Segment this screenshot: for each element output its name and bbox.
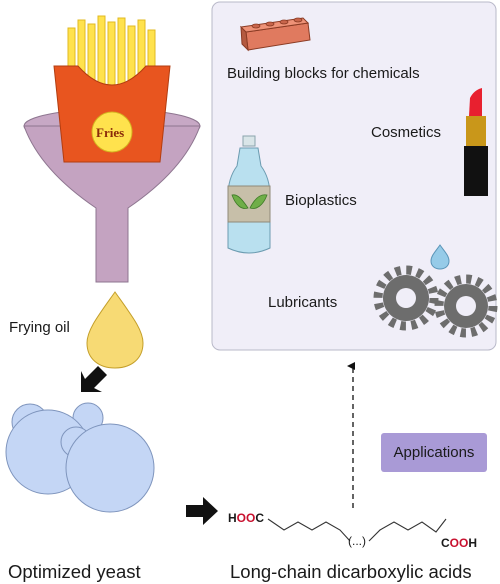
cosmetics-label: Cosmetics [371, 124, 442, 141]
cooh-h: H [468, 536, 478, 550]
building-blocks-label: Building blocks for chemicals [227, 65, 420, 82]
hooc-h: H [228, 511, 237, 525]
droplet-icon [430, 244, 450, 270]
applications-box: Applications [381, 433, 487, 472]
molecule-chain [267, 518, 447, 542]
gear-icon [434, 274, 498, 338]
oil-droplet-icon [86, 291, 144, 369]
acids-label: Long-chain dicarboxylic acids [230, 561, 472, 582]
leaf-icon [231, 194, 268, 209]
bioplastics-label: Bioplastics [285, 192, 357, 209]
lubricants-label: Lubricants [268, 294, 338, 311]
hooc-oo: OO [236, 511, 256, 525]
cooh-c: C [441, 536, 450, 550]
hooc-group: HOOC [228, 512, 264, 524]
gear-icon [373, 265, 439, 331]
lipstick-icon [464, 88, 488, 196]
chain-ellipsis: (...) [348, 534, 366, 548]
brick-icon [239, 17, 311, 52]
cooh-group: COOH [441, 537, 477, 549]
yeast-icon [5, 402, 155, 513]
right-arrow-icon [186, 497, 218, 525]
fries-label: Fries [96, 125, 125, 140]
fries-icon [53, 15, 171, 163]
down-arrow-icon [81, 366, 107, 392]
applications-panel [211, 1, 497, 351]
cooh-oo: OO [449, 536, 469, 550]
bottle-icon [227, 135, 271, 254]
frying-oil-label: Frying oil [9, 319, 70, 336]
hooc-c: C [255, 511, 265, 525]
optimized-yeast-label: Optimized yeast [8, 561, 141, 582]
